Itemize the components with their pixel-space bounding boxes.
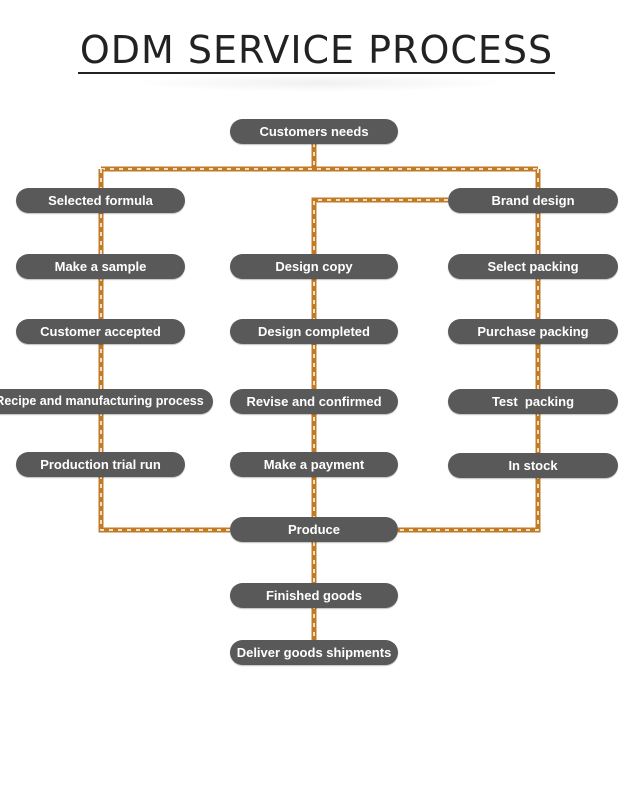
title-text: ODM SERVICE PROCESS [77,28,556,74]
node-brand-design: Brand design [448,188,618,213]
connector-top-split [101,143,538,172]
node-finished-goods: Finished goods [230,583,398,608]
node-customer-accepted: Customer accepted [16,319,185,344]
node-recipe-manufacturing: Recipe and manufacturing process [0,389,213,414]
node-deliver-goods-shipments: Deliver goods shipments [230,640,398,665]
node-in-stock: In stock [448,453,618,478]
node-select-packing: Select packing [448,254,618,279]
page-title: ODM SERVICE PROCESS [0,28,633,74]
title-shadow [130,74,510,92]
node-make-a-sample: Make a sample [16,254,185,279]
node-design-completed: Design completed [230,319,398,344]
node-produce: Produce [230,517,398,542]
node-design-copy: Design copy [230,254,398,279]
node-selected-formula: Selected formula [16,188,185,213]
node-test-packing: Test packing [448,389,618,414]
node-customers-needs: Customers needs [230,119,398,144]
node-production-trial-run: Production trial run [16,452,185,477]
node-make-a-payment: Make a payment [230,452,398,477]
node-purchase-packing: Purchase packing [448,319,618,344]
node-revise-and-confirmed: Revise and confirmed [230,389,398,414]
